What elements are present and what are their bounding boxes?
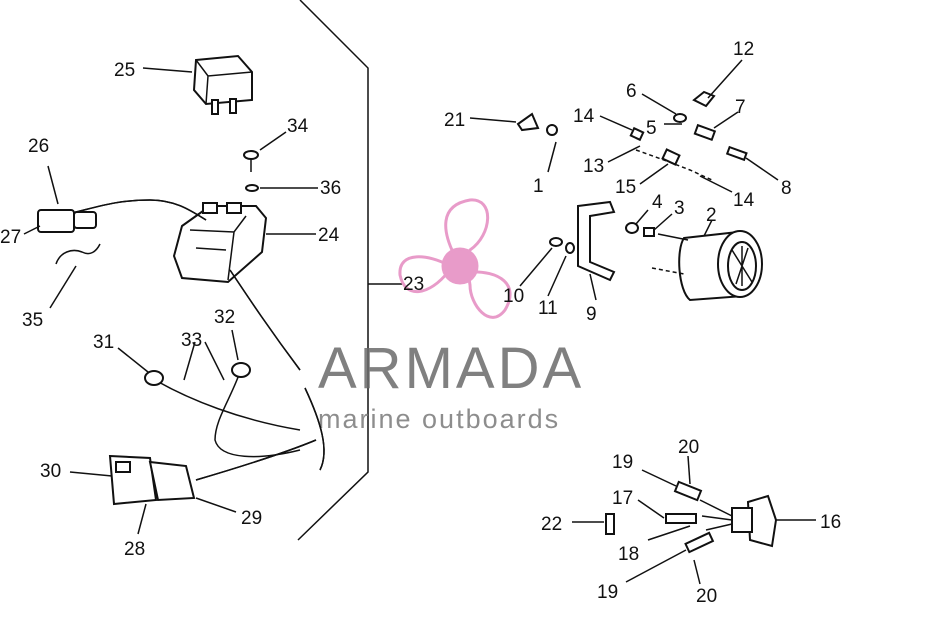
socket-15 <box>661 148 681 166</box>
insulator-7 <box>693 123 717 142</box>
label-22: 22 <box>541 514 562 535</box>
brand-title: ARMADA <box>318 336 584 401</box>
clip-35 <box>55 243 101 265</box>
terminal-12 <box>692 90 716 108</box>
label-2: 2 <box>706 205 717 226</box>
washer-36 <box>245 184 259 192</box>
label-25: 25 <box>114 60 135 81</box>
bracket-21 <box>516 112 540 132</box>
nut-11 <box>565 242 575 254</box>
label-19-bottom: 19 <box>597 582 618 603</box>
label-11: 11 <box>538 298 558 319</box>
label-18: 18 <box>618 544 639 565</box>
label-24: 24 <box>318 225 340 246</box>
nut-4 <box>625 222 639 234</box>
sender-16 <box>731 494 778 548</box>
label-9: 9 <box>586 304 597 325</box>
switch-24 <box>172 202 268 284</box>
terminal-19-bottom <box>684 531 715 554</box>
label-23: 23 <box>403 274 424 295</box>
screw-3 <box>643 227 655 237</box>
label-36: 36 <box>320 178 341 199</box>
label-21: 21 <box>444 110 465 131</box>
terminal-17 <box>665 513 697 524</box>
label-17: 17 <box>612 488 633 509</box>
ring-terminal-32 <box>231 362 251 378</box>
connector-30 <box>108 454 196 506</box>
terminal-19-top <box>673 480 703 502</box>
label-14-top: 14 <box>573 106 595 127</box>
label-32: 32 <box>214 307 235 328</box>
label-13: 13 <box>583 156 604 177</box>
label-29: 29 <box>241 508 262 529</box>
label-10: 10 <box>503 286 524 307</box>
washer-10 <box>549 237 563 247</box>
label-16: 16 <box>820 512 841 533</box>
ring-terminal-31 <box>144 370 164 386</box>
label-15: 15 <box>615 177 636 198</box>
label-14-bottom: 14 <box>733 190 755 211</box>
nut-6 <box>673 113 687 123</box>
brand-tagline: marine outboards <box>318 404 560 434</box>
label-1: 1 <box>533 176 544 197</box>
cap-22 <box>605 513 615 535</box>
connector-27 <box>37 209 75 233</box>
label-26: 26 <box>28 136 49 157</box>
bulb-14 <box>629 126 645 142</box>
label-31: 31 <box>93 332 114 353</box>
gauge-2 <box>651 230 763 302</box>
label-28: 28 <box>124 539 145 560</box>
label-33: 33 <box>181 330 202 351</box>
armada-watermark: ARMADA marine outboards <box>318 198 584 434</box>
label-20-top: 20 <box>678 437 699 458</box>
screw-8 <box>725 145 748 162</box>
label-35: 35 <box>22 310 43 331</box>
screw-34 <box>243 150 259 172</box>
propeller-logo <box>398 198 512 319</box>
label-20-bottom: 20 <box>696 586 717 607</box>
group-bracket <box>297 0 369 541</box>
label-3: 3 <box>674 198 685 219</box>
label-12: 12 <box>733 39 754 60</box>
label-4: 4 <box>652 192 663 213</box>
label-30: 30 <box>40 461 61 482</box>
label-34: 34 <box>287 116 309 137</box>
bolt-1 <box>546 124 558 136</box>
bracket-9 <box>577 200 616 282</box>
label-5: 5 <box>646 118 657 139</box>
label-27: 27 <box>0 227 21 248</box>
label-6: 6 <box>626 81 637 102</box>
label-8: 8 <box>781 178 792 199</box>
label-19-top: 19 <box>612 452 633 473</box>
relay-25 <box>192 54 253 115</box>
part-number-labels: 1 2 3 4 5 6 7 8 9 10 11 12 13 14 14 15 1… <box>0 39 841 607</box>
label-7: 7 <box>735 97 746 118</box>
